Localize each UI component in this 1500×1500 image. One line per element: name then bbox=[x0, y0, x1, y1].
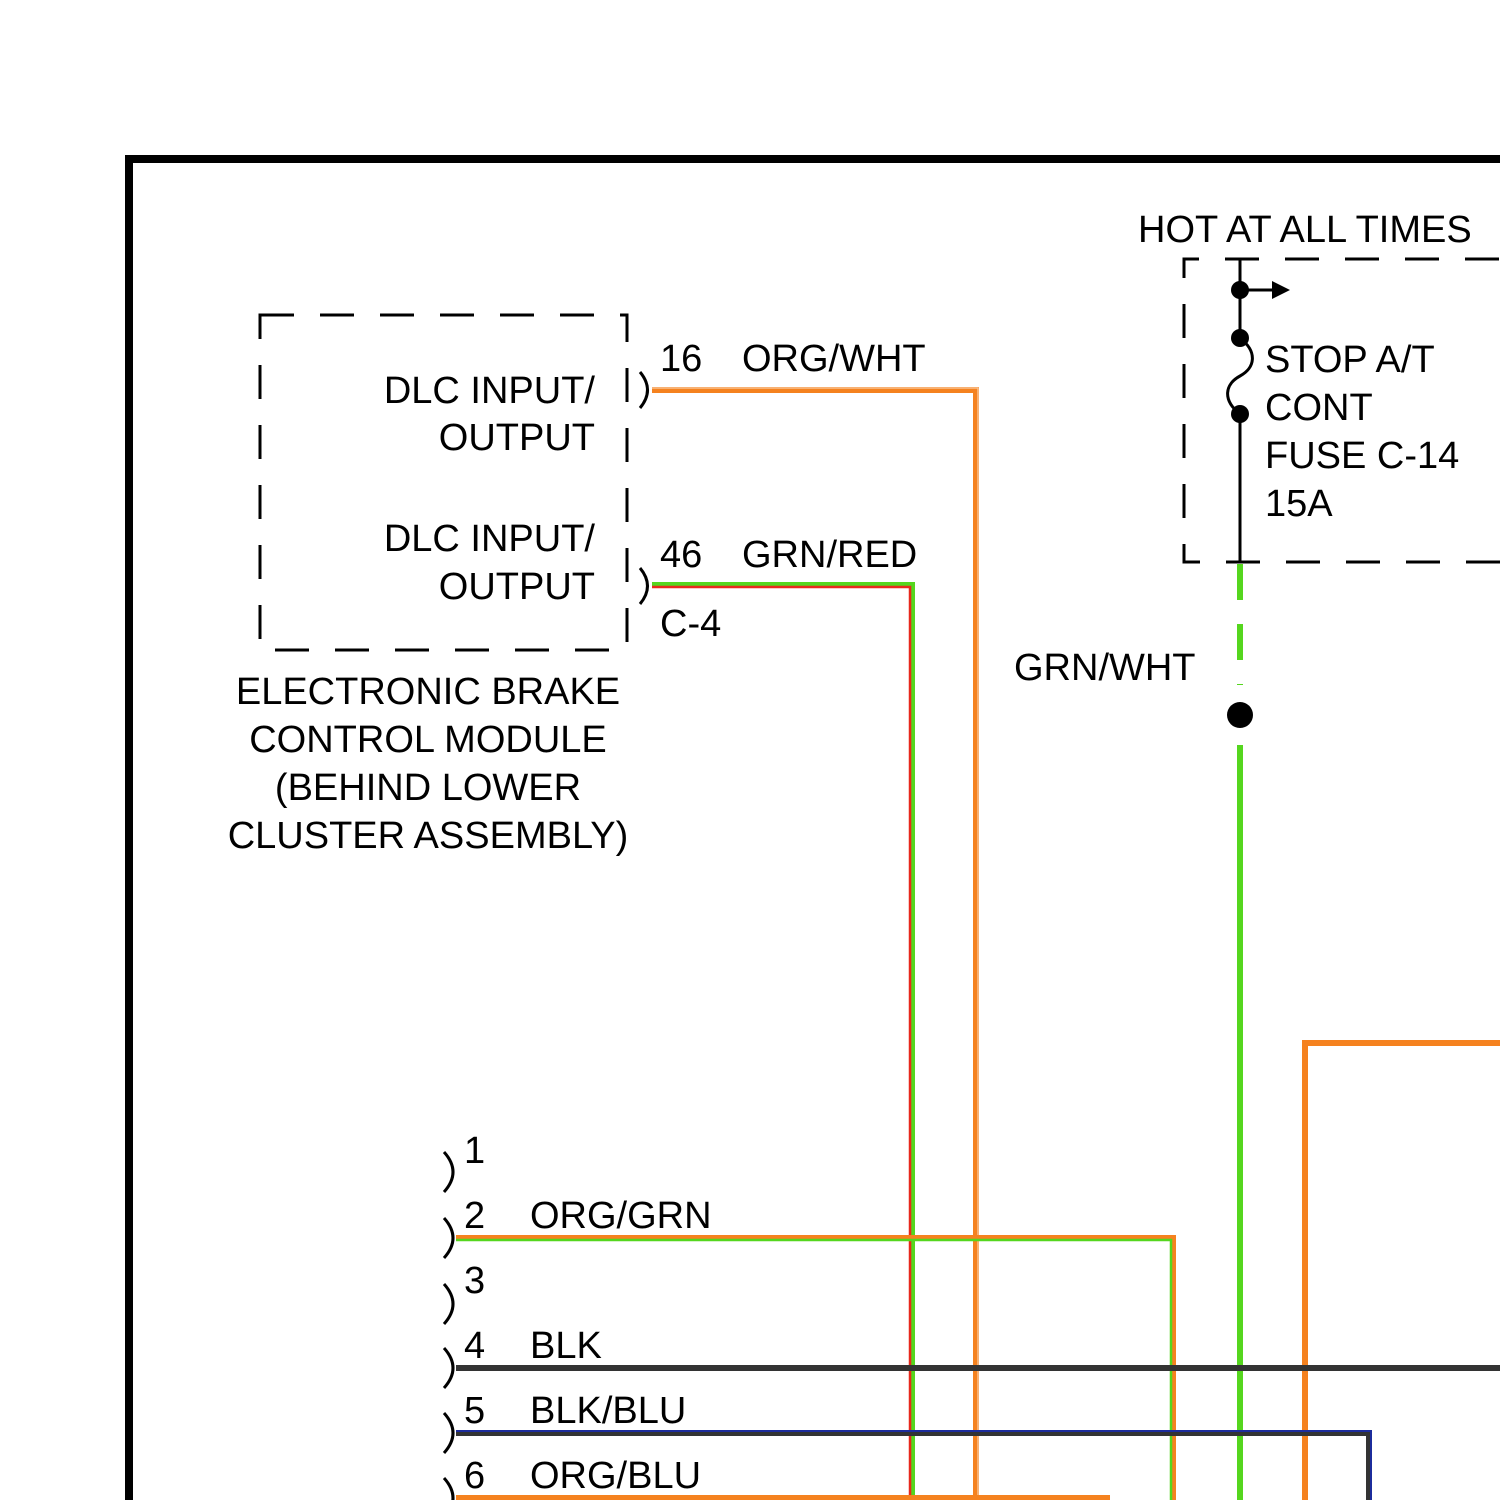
dlc-pin-2-wire-color: ORG/GRN bbox=[530, 1195, 712, 1237]
module-name-line-3: (BEHIND LOWER bbox=[275, 767, 581, 809]
pin-16-number: 16 bbox=[660, 338, 702, 380]
fuse-power-header: HOT AT ALL TIMES bbox=[1138, 209, 1472, 251]
module-pin-label-2b: OUTPUT bbox=[439, 566, 595, 608]
pin-16-wire-color: ORG/WHT bbox=[742, 338, 926, 380]
dlc-pin-2-symbol bbox=[444, 1218, 453, 1258]
dlc-pin-6-wire-color: ORG/BLU bbox=[530, 1455, 701, 1497]
pin-46-number: 46 bbox=[660, 534, 702, 576]
fuse-label-line-1: STOP A/T bbox=[1265, 339, 1435, 381]
splice-node bbox=[1227, 702, 1253, 728]
wire-grn-red-stripe bbox=[652, 587, 910, 1500]
dlc-pin-3-number: 3 bbox=[464, 1260, 485, 1302]
grn-wht-wire-color: GRN/WHT bbox=[1014, 647, 1196, 689]
dlc-pin-6-number: 6 bbox=[464, 1455, 485, 1497]
dlc-pin-4-symbol bbox=[444, 1348, 453, 1388]
dlc-pin-5-wire-color: BLK/BLU bbox=[530, 1390, 686, 1432]
module-pin-label-1b: OUTPUT bbox=[439, 417, 595, 459]
module-connector-id: C-4 bbox=[660, 603, 721, 645]
module-pin-label-2a: DLC INPUT/ bbox=[384, 518, 596, 560]
dlc-pin-5-number: 5 bbox=[464, 1390, 485, 1432]
dlc-pin-4-wire-color: BLK bbox=[530, 1325, 602, 1367]
dlc-pin-4-number: 4 bbox=[464, 1325, 485, 1367]
dlc-pin-2-number: 2 bbox=[464, 1195, 485, 1237]
fuse-label-line-3: FUSE C-14 bbox=[1265, 435, 1459, 477]
dlc-pin-6-symbol bbox=[444, 1478, 453, 1500]
fuse-label-line-2: CONT bbox=[1265, 387, 1373, 429]
fuse-wires bbox=[1227, 564, 1253, 1500]
connector-symbol-46 bbox=[640, 568, 648, 604]
module-name-line-4: CLUSTER ASSEMBLY) bbox=[228, 815, 629, 857]
connector-symbol-16 bbox=[640, 372, 648, 408]
module-name-line-2: CONTROL MODULE bbox=[249, 719, 607, 761]
pin-46-wire-color: GRN/RED bbox=[742, 534, 917, 576]
dlc-pin-1-symbol bbox=[444, 1152, 453, 1192]
dlc-pin-5-symbol bbox=[444, 1413, 453, 1453]
dlc-connector-symbols bbox=[444, 1152, 453, 1500]
fuse-label-line-4: 15A bbox=[1265, 483, 1333, 525]
module-pin-label-1a: DLC INPUT/ bbox=[384, 370, 596, 412]
dlc-pin-1-number: 1 bbox=[464, 1130, 485, 1172]
wire-grn-red bbox=[652, 585, 912, 1500]
fuse-element-icon bbox=[1228, 338, 1253, 414]
dlc-pin-3-symbol bbox=[444, 1284, 453, 1324]
module-name-line-1: ELECTRONIC BRAKE bbox=[236, 671, 620, 713]
bus-continue-arrow-icon bbox=[1272, 281, 1290, 299]
